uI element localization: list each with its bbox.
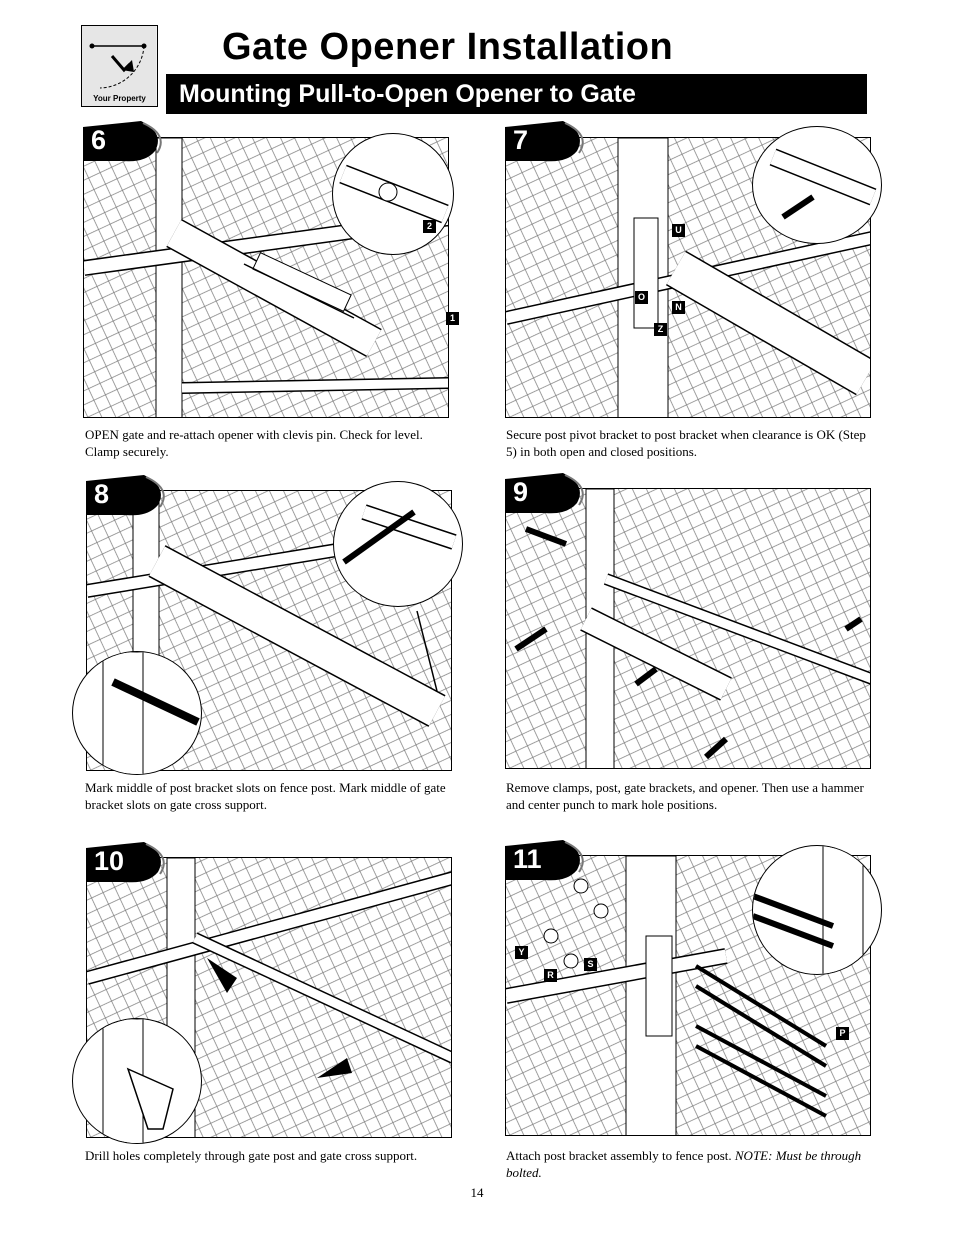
callout-z: Z bbox=[654, 323, 667, 336]
step-9-illustration bbox=[505, 488, 871, 769]
step-7-caption: Secure post pivot bracket to post bracke… bbox=[506, 427, 866, 459]
step-9-badge: 9 bbox=[505, 473, 587, 515]
step-6-caption: OPEN gate and re-attach opener with clev… bbox=[85, 427, 423, 459]
callout-o: O bbox=[635, 291, 648, 304]
step-11-badge: 11 bbox=[505, 840, 587, 882]
step-10-caption: Drill holes completely through gate post… bbox=[85, 1148, 418, 1163]
step-10-badge: 10 bbox=[86, 842, 168, 884]
property-logo: Your Property bbox=[81, 25, 158, 107]
step-11-caption-text: Attach post bracket assembly to fence po… bbox=[506, 1148, 732, 1163]
step-8-badge: 8 bbox=[86, 475, 168, 517]
callout-r: R bbox=[544, 969, 557, 982]
step-7-illustration bbox=[505, 137, 871, 418]
step-11-caption: Attach post bracket assembly to fence po… bbox=[506, 1147, 876, 1181]
callout-u: U bbox=[672, 224, 685, 237]
step-7-number: 7 bbox=[513, 125, 529, 155]
section-subtitle: Mounting Pull-to-Open Opener to Gate bbox=[166, 74, 867, 114]
step-6-number: 6 bbox=[91, 125, 107, 155]
callout-p: P bbox=[836, 1027, 849, 1040]
remove-components-drawing bbox=[506, 489, 870, 768]
step-8-marker-detail-upper bbox=[333, 481, 463, 607]
step-8-number: 8 bbox=[94, 479, 110, 509]
callout-1: 1 bbox=[446, 312, 459, 325]
step-6-clevis-pin-detail bbox=[332, 133, 454, 255]
step-10-number: 10 bbox=[94, 846, 125, 876]
step-8-marker-detail-lower bbox=[72, 651, 202, 775]
step-6-badge: 6 bbox=[83, 121, 165, 163]
callout-s: S bbox=[584, 958, 597, 971]
step-11-caption-note: NOTE: Must be through bolted. bbox=[506, 1148, 862, 1180]
step-11-number: 11 bbox=[513, 844, 542, 874]
callout-n: N bbox=[672, 301, 685, 314]
page-number: 14 bbox=[470, 1185, 484, 1200]
step-7-badge: 7 bbox=[505, 121, 587, 163]
step-9-number: 9 bbox=[513, 477, 529, 507]
step-8-caption: Mark middle of post bracket slots on fen… bbox=[85, 780, 446, 812]
step-9-caption: Remove clamps, post, gate brackets, and … bbox=[506, 780, 864, 812]
callout-y: Y bbox=[515, 946, 528, 959]
gate-swing-icon bbox=[82, 26, 156, 106]
step-11-wrench-detail bbox=[752, 845, 882, 975]
page-title: Gate Opener Installation bbox=[222, 26, 674, 68]
step-7-wrench-detail bbox=[752, 126, 882, 244]
callout-2: 2 bbox=[423, 220, 436, 233]
step-10-drill-detail bbox=[72, 1018, 202, 1144]
step-11-illustration bbox=[505, 855, 871, 1136]
logo-caption: Your Property bbox=[93, 94, 146, 103]
